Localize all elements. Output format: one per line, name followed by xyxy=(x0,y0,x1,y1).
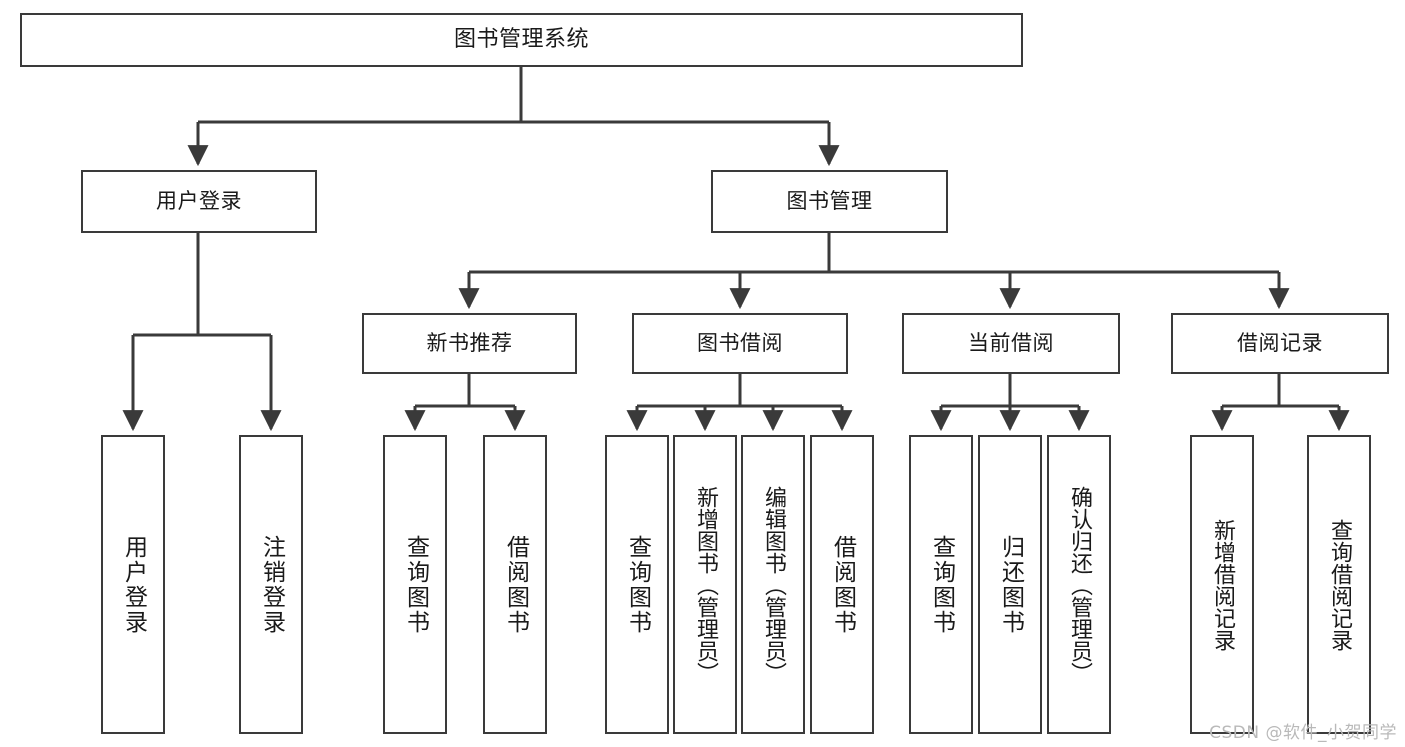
leaf-current-confirm-return-label: 确认归还（管理员） xyxy=(1067,485,1092,684)
leaf-borrow-add-book[interactable]: 新增图书（管理员） xyxy=(673,435,737,734)
node-new-book-recommend[interactable]: 新书推荐 xyxy=(362,313,577,374)
leaf-current-query-book-label: 查询图书 xyxy=(928,534,955,635)
leaf-borrow-edit-book-label: 编辑图书（管理员） xyxy=(761,485,786,684)
leaf-borrow-query-book-label: 查询图书 xyxy=(624,534,651,635)
node-user-login-label: 用户登录 xyxy=(156,188,242,213)
leaf-recommend-query-book[interactable]: 查询图书 xyxy=(383,435,447,734)
leaf-recommend-borrow-book-label: 借阅图书 xyxy=(502,534,529,635)
leaf-recommend-query-book-label: 查询图书 xyxy=(402,534,429,635)
leaf-borrow-query-book[interactable]: 查询图书 xyxy=(605,435,669,734)
leaf-record-add-record[interactable]: 新增借阅记录 xyxy=(1190,435,1254,734)
leaf-borrow-borrow-book[interactable]: 借阅图书 xyxy=(810,435,874,734)
node-new-book-recommend-label: 新书推荐 xyxy=(426,330,513,355)
node-book-management[interactable]: 图书管理 xyxy=(711,170,948,233)
node-book-management-label: 图书管理 xyxy=(786,188,873,213)
node-user-login[interactable]: 用户登录 xyxy=(81,170,317,233)
leaf-current-query-book[interactable]: 查询图书 xyxy=(909,435,973,734)
leaf-user-login-logout-label: 注销登录 xyxy=(258,534,285,635)
leaf-record-query-record-label: 查询借阅记录 xyxy=(1327,518,1352,651)
node-current-borrow[interactable]: 当前借阅 xyxy=(902,313,1120,374)
leaf-borrow-edit-book[interactable]: 编辑图书（管理员） xyxy=(741,435,805,734)
node-book-borrow[interactable]: 图书借阅 xyxy=(632,313,848,374)
watermark: CSDN @软件_小贺同学 xyxy=(1209,723,1397,743)
leaf-recommend-borrow-book[interactable]: 借阅图书 xyxy=(483,435,547,734)
node-borrow-record[interactable]: 借阅记录 xyxy=(1171,313,1389,374)
leaf-borrow-borrow-book-label: 借阅图书 xyxy=(829,534,856,635)
node-root-label: 图书管理系统 xyxy=(453,26,589,52)
node-book-borrow-label: 图书借阅 xyxy=(697,330,783,355)
leaf-user-login-logout[interactable]: 注销登录 xyxy=(239,435,303,734)
node-current-borrow-label: 当前借阅 xyxy=(968,330,1054,355)
leaf-current-confirm-return[interactable]: 确认归还（管理员） xyxy=(1047,435,1111,734)
leaf-borrow-add-book-label: 新增图书（管理员） xyxy=(693,485,718,684)
node-borrow-record-label: 借阅记录 xyxy=(1237,330,1323,355)
leaf-user-login-login-label: 用户登录 xyxy=(120,534,147,635)
leaf-current-return-book-label: 归还图书 xyxy=(997,534,1024,635)
leaf-user-login-login[interactable]: 用户登录 xyxy=(101,435,165,734)
node-root[interactable]: 图书管理系统 xyxy=(20,13,1023,67)
leaf-record-query-record[interactable]: 查询借阅记录 xyxy=(1307,435,1371,734)
leaf-current-return-book[interactable]: 归还图书 xyxy=(978,435,1042,734)
leaf-record-add-record-label: 新增借阅记录 xyxy=(1210,518,1235,651)
